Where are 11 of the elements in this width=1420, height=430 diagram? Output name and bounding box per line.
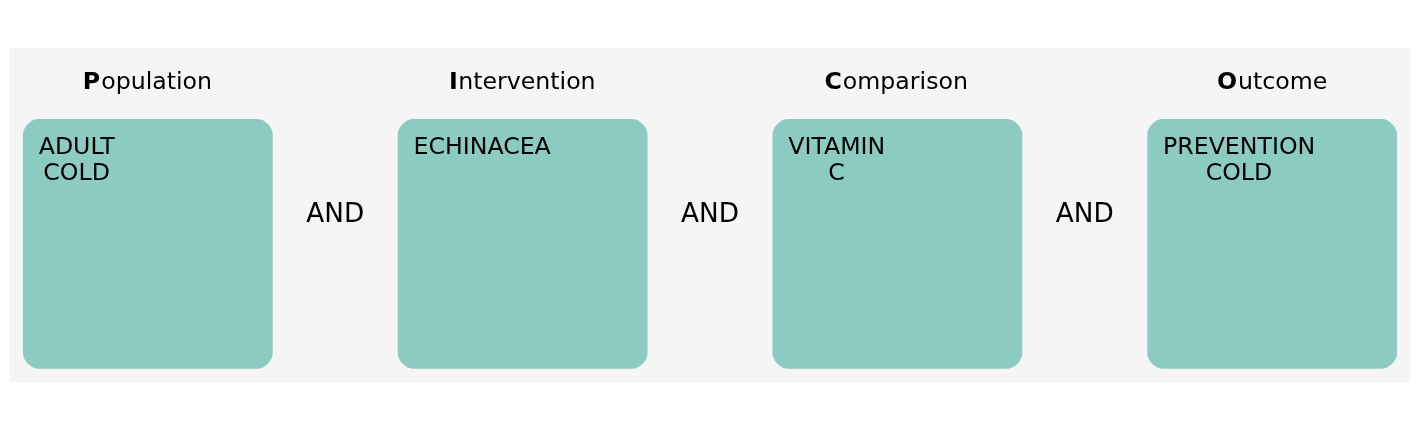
node-label: Outcome: [1216, 67, 1328, 96]
node-box: ECHINACEA: [397, 119, 648, 369]
label: AND: [306, 197, 365, 228]
node-label: Intervention: [448, 67, 596, 96]
node-label: Comparison: [824, 67, 968, 96]
node-box: PREVENTION COLD: [1147, 119, 1398, 369]
node-box: VITAMIN C: [772, 119, 1023, 369]
node-box: ADULT COLD: [22, 119, 273, 369]
node-label: Population: [82, 67, 213, 96]
label: AND: [681, 197, 739, 228]
label: AND: [1055, 197, 1114, 228]
